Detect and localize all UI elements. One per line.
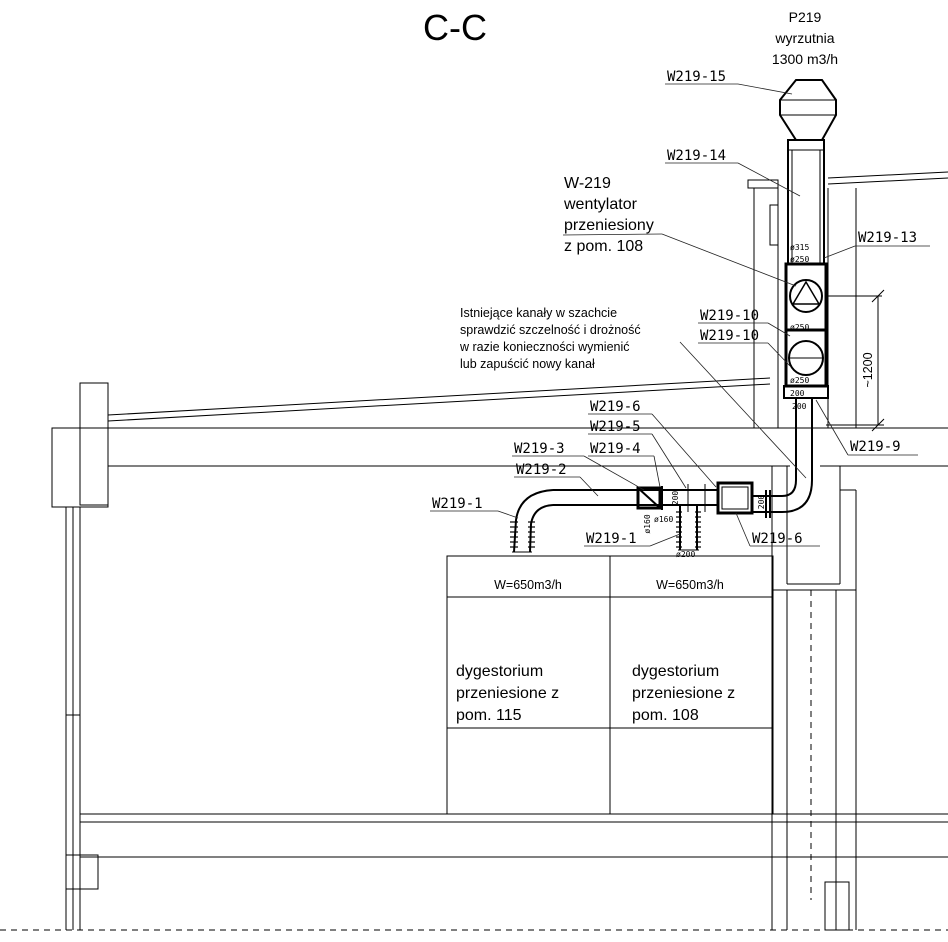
dim-d160b: ø160 [654, 515, 673, 524]
hood-2-line3: pom. 108 [632, 707, 699, 724]
dim-d315: ø315 [790, 243, 809, 252]
duct-note-line1: Istniejące kanały w szachcie [460, 306, 617, 320]
fume-hoods [446, 555, 774, 815]
tag-w219-15: W219-15 [667, 69, 726, 85]
fan-note-line2: wentylator [563, 196, 638, 213]
dim-d250b: ø250 [790, 323, 809, 332]
tag-w219-2: W219-2 [516, 462, 567, 478]
tag-w219-4: W219-4 [590, 441, 641, 457]
hood-1-line2: przeniesione z [456, 685, 559, 702]
hood-2-line2: przeniesione z [632, 685, 735, 702]
tag-w219-6b: W219-6 [752, 531, 803, 547]
outlet-tag: P219 [789, 9, 822, 25]
tag-w219-14: W219-14 [667, 148, 726, 164]
duct-note-line4: lub zapuścić nowy kanał [460, 357, 595, 371]
outlet-flow: 1300 m3/h [772, 51, 838, 67]
tag-w219-9: W219-9 [850, 439, 901, 455]
ductwork [512, 79, 882, 553]
flex-corrugation [510, 511, 701, 548]
dim-d250c: ø250 [790, 376, 809, 385]
hood-2-line1: dygestorium [632, 663, 719, 680]
tag-w219-1b: W219-1 [586, 531, 637, 547]
fan-note-line4: z pom. 108 [564, 238, 643, 255]
hood-1-line1: dygestorium [456, 663, 543, 680]
tag-w219-6a: W219-6 [590, 399, 641, 415]
leader-lines [430, 83, 930, 547]
tag-w219-3: W219-3 [514, 441, 565, 457]
fan-note-line1: W-219 [564, 175, 611, 192]
tag-w219-13: W219-13 [858, 230, 917, 246]
height-dimension-label: ~1200 [861, 352, 875, 387]
hood-1-flow: W=650m3/h [494, 578, 562, 592]
hood-2-flow: W=650m3/h [656, 578, 724, 592]
height-dimension [826, 289, 885, 432]
building-structure [0, 171, 948, 931]
tag-w219-10a: W219-10 [700, 308, 759, 324]
dim-200a: 200 [790, 389, 805, 398]
dim-d250a: ø250 [790, 255, 809, 264]
fan-note-line3: przeniesiony [564, 217, 654, 234]
dim-d200e: ø200 [676, 550, 695, 559]
tag-w219-5: W219-5 [590, 419, 641, 435]
section-title: C-C [423, 7, 487, 48]
dim-200c: 200 [757, 495, 766, 510]
hood-1-line3: pom. 115 [456, 707, 522, 724]
dim-200d: 200 [671, 491, 680, 506]
tag-w219-10b: W219-10 [700, 328, 759, 344]
dim-d160: ø160 [643, 514, 652, 533]
duct-note-line2: sprawdzić szczelność i drożność [460, 323, 641, 337]
dim-200b: 200 [792, 402, 807, 411]
outlet-name: wyrzutnia [774, 30, 834, 46]
tag-w219-1a: W219-1 [432, 496, 483, 512]
duct-note-line3: w razie konieczności wymienić [459, 340, 630, 354]
